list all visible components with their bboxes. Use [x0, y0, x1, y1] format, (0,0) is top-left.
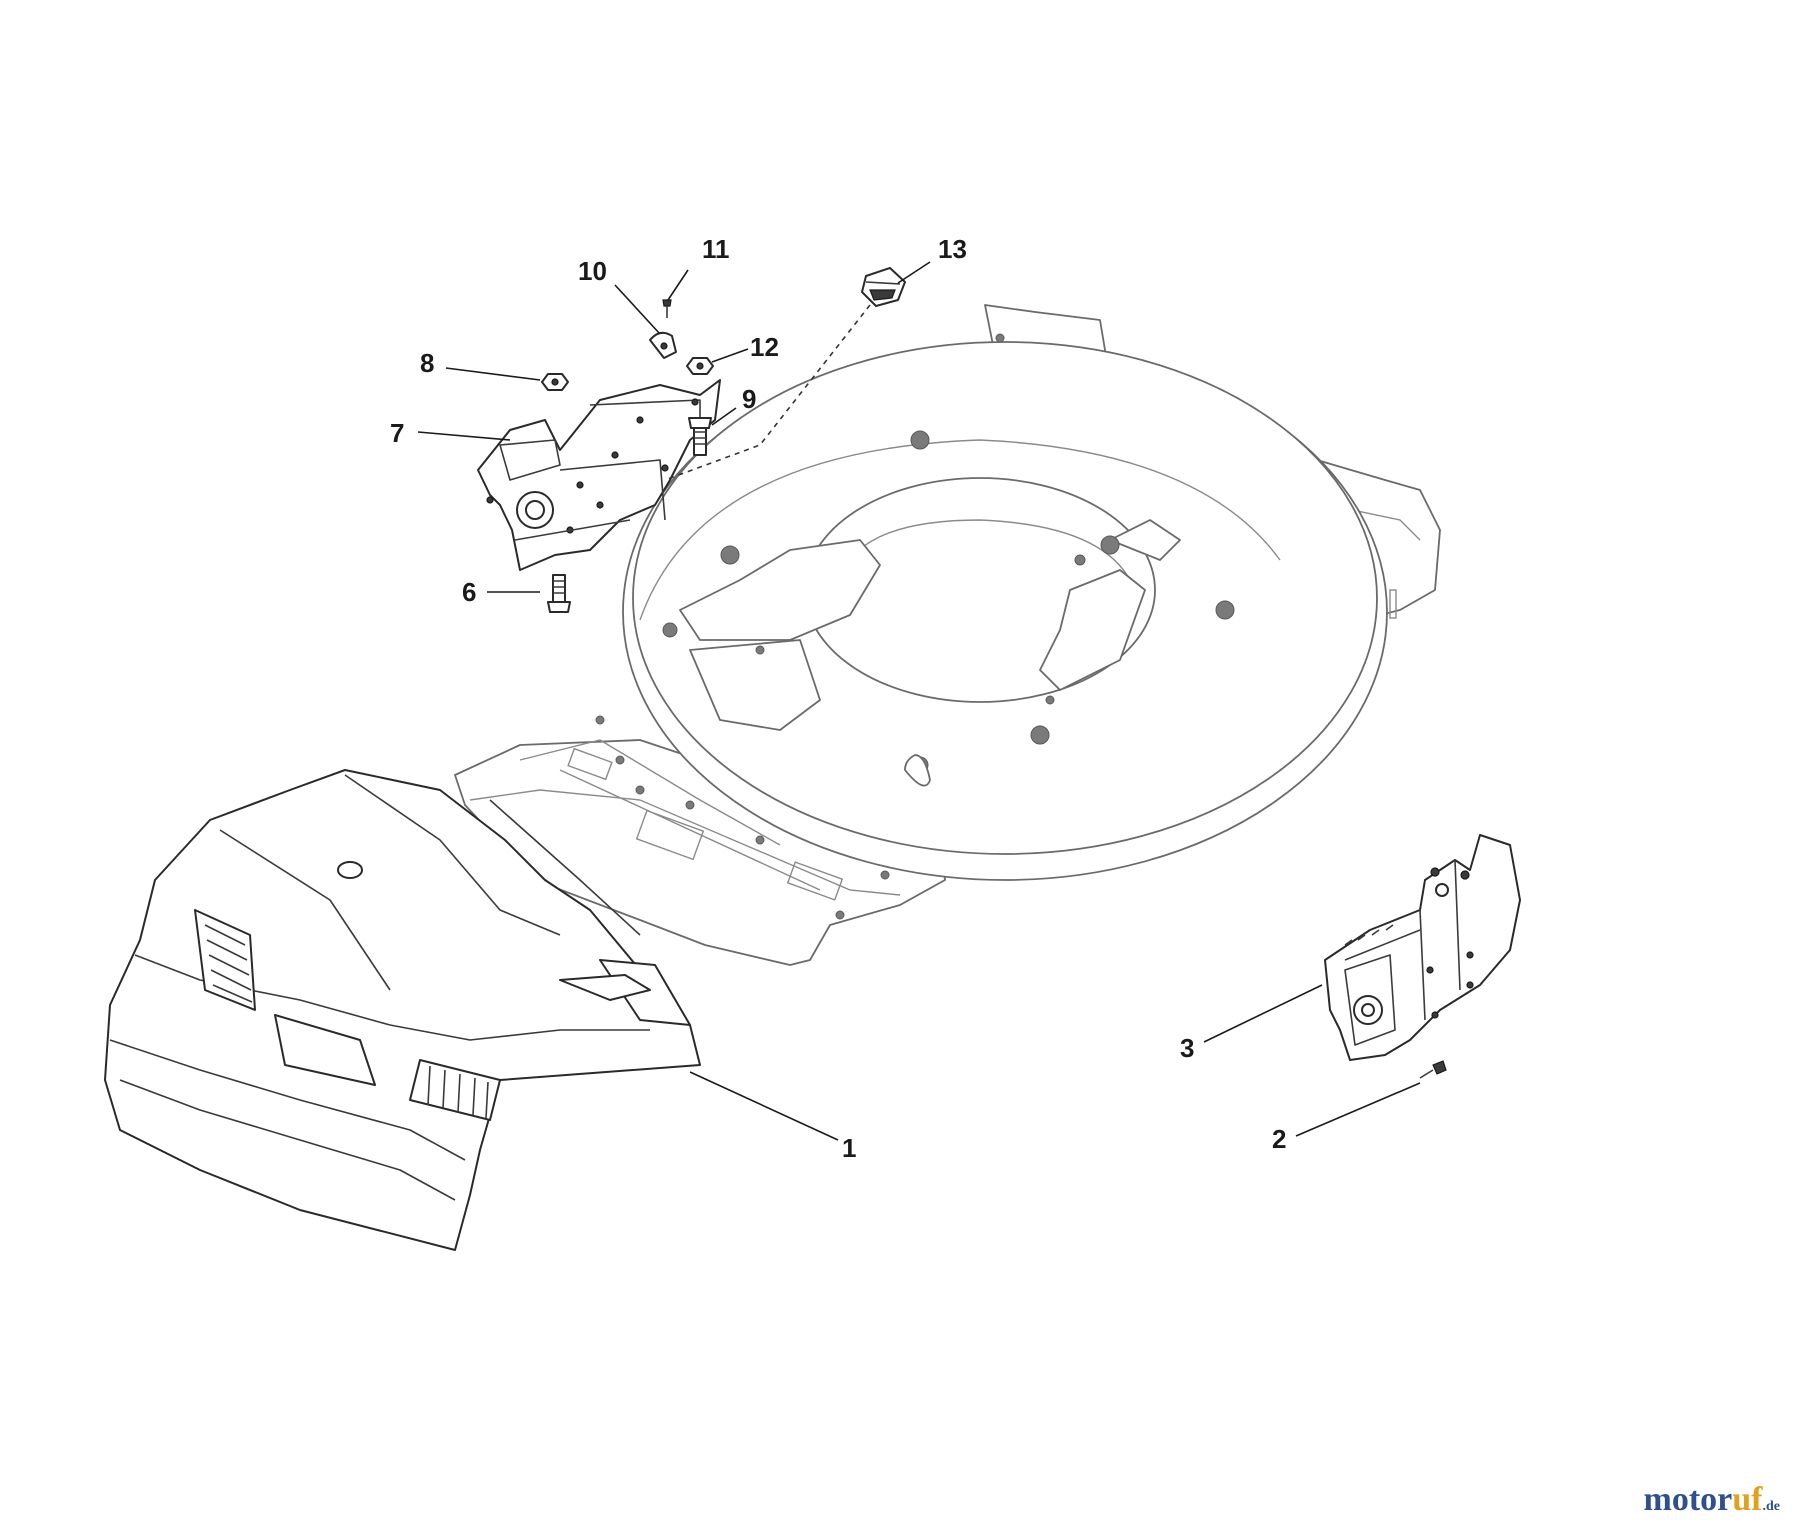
part-10-clip: [649, 331, 677, 359]
callout-13: 13: [938, 234, 967, 264]
callout-9: 9: [742, 384, 756, 414]
callout-11: 11: [702, 234, 730, 264]
cover-vent-right: [409, 1059, 501, 1121]
callout-labels: 1 2 3 6 7 8 9 10 11 12 13: [390, 234, 1286, 1163]
callout-8: 8: [420, 348, 434, 378]
part-12-nut: [686, 357, 714, 375]
callout-1: 1: [842, 1133, 856, 1163]
part-3-right-bracket: [1324, 834, 1521, 1061]
callout-6: 6: [462, 577, 476, 607]
leader-lines: [417, 261, 1421, 1141]
mower-deck: [454, 304, 1441, 966]
callout-10: 10: [578, 256, 607, 286]
cover-window: [274, 1014, 376, 1086]
callout-12: 12: [750, 332, 779, 362]
watermark-part-a: motor: [1643, 1481, 1733, 1518]
watermark-part-b: uf: [1732, 1481, 1763, 1518]
motoruf-watermark: motoruf.de: [1644, 1481, 1780, 1519]
callout-2: 2: [1272, 1124, 1286, 1154]
part-1-front-cover: [104, 769, 701, 1251]
part-11-screw: [662, 299, 672, 318]
callout-3: 3: [1180, 1033, 1194, 1063]
part-2-screw: [1419, 1060, 1447, 1079]
watermark-part-c: .de: [1762, 1499, 1781, 1514]
part-8-nut: [541, 373, 569, 391]
cover-vent-left: [194, 909, 256, 1011]
part-9-bolt: [688, 417, 712, 456]
part-6-bolt: [547, 574, 571, 613]
part-7-left-bracket: [477, 379, 721, 571]
part-13-cap: [861, 267, 906, 307]
callout-7: 7: [390, 418, 404, 448]
cover-hole: [337, 861, 363, 879]
